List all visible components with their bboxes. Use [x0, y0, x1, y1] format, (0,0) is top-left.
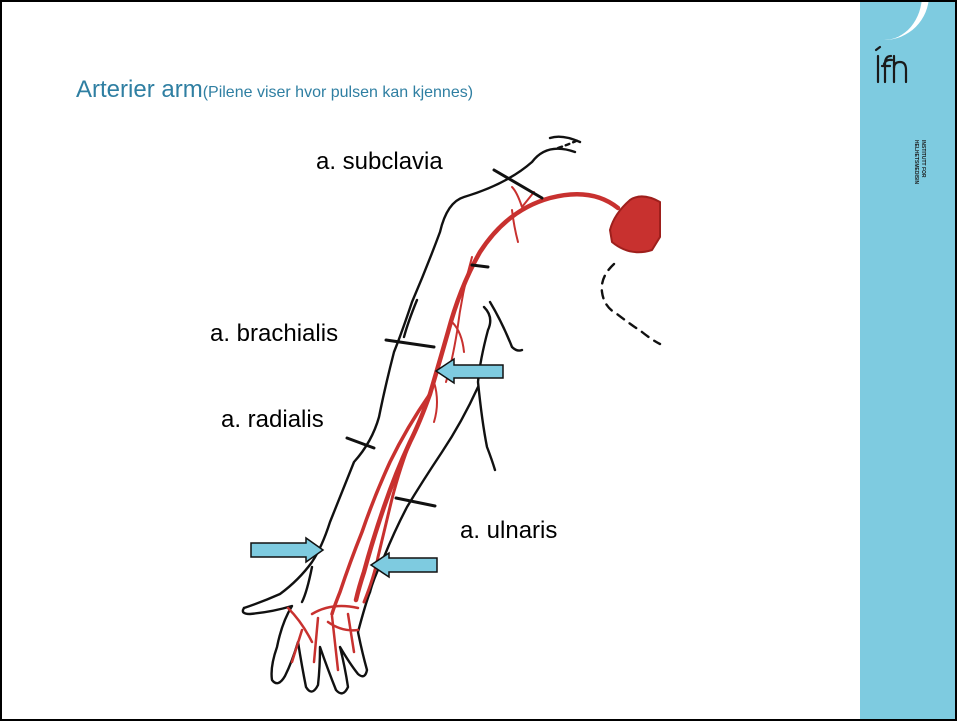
label-brachialis: a. brachialis — [210, 320, 338, 348]
label-ulnaris: a. ulnaris — [460, 517, 557, 545]
subclavia-tick — [494, 170, 542, 198]
pulse-arrow-ulnaris — [371, 553, 437, 577]
brachialis-tick — [386, 340, 434, 347]
label-radialis: a. radialis — [221, 406, 324, 434]
armpit-outline — [490, 302, 522, 351]
pulse-arrow-radialis — [251, 538, 323, 562]
label-subclavia: a. subclavia — [316, 148, 443, 176]
torso-outline — [602, 264, 660, 344]
neck-outline — [558, 140, 578, 148]
inner-arm-outline — [478, 307, 495, 470]
arteries — [288, 187, 660, 670]
ulnaris-tick — [396, 498, 435, 506]
subclavia-tick-lower — [472, 265, 488, 267]
